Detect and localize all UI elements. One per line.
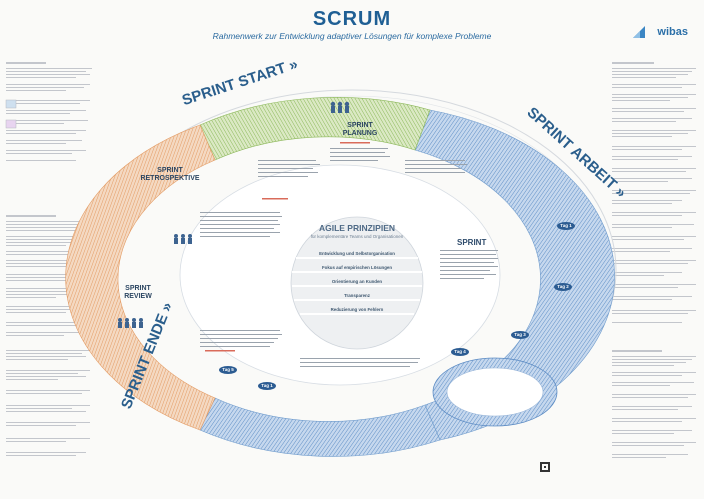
day-label: Tag 2 — [557, 284, 569, 289]
page-subtitle: Rahmenwerk zur Entwicklung adaptiver Lös… — [212, 31, 492, 41]
principle-item: Fokus auf empirischen Lösungen — [321, 265, 393, 270]
phase-review-line2: REVIEW — [124, 293, 152, 300]
phase-retro-line1: SPRINT — [157, 167, 183, 174]
phase-review-line1: SPRINT — [125, 285, 151, 292]
principle-item: Reduzierung von Fehlern — [330, 307, 384, 312]
brand-logo: wibas — [657, 26, 688, 38]
agile-principles-circle — [290, 216, 424, 350]
phase-planung-line1: SPRINT — [347, 122, 373, 129]
day-label: Tag 4 — [454, 349, 466, 354]
day-pins — [219, 222, 575, 390]
page-title: SCRUM — [312, 8, 392, 30]
wibas-logo-icon — [633, 26, 645, 38]
sprint-bottom-band — [199, 397, 441, 457]
phase-planung: SPRINT PLANUNG — [330, 122, 390, 138]
sprint-arbeit-band — [414, 109, 615, 441]
agile-principles-title: AGILE PRINZIPIEN — [318, 223, 396, 233]
right-text-lines — [612, 62, 696, 458]
day-label: Tag 5 — [222, 367, 234, 372]
day-label: Tag 3 — [514, 332, 526, 337]
people-group-icon — [330, 101, 350, 113]
principle-item: Entwicklung und Selbstorganisation — [319, 251, 395, 256]
phase-review: SPRINT REVIEW — [108, 285, 168, 301]
agile-principles-subtitle: für komplementäre Teams und Organisation… — [310, 234, 404, 239]
day-label: Tag 1 — [261, 383, 273, 388]
right-info-column — [608, 60, 700, 479]
phase-retrospektive: SPRINT RETROSPEKTIVE — [130, 167, 210, 183]
left-text-lines — [5, 62, 92, 456]
left-info-column — [4, 60, 96, 479]
sprint-ende-band — [65, 124, 216, 431]
phase-planung-line2: PLANUNG — [342, 130, 378, 137]
principle-item: Orientierung an Kunden — [331, 279, 383, 284]
day-label: Tag 1 — [560, 223, 572, 228]
principle-item: Transparenz — [344, 293, 370, 298]
phase-retro-line2: RETROSPEKTIVE — [140, 175, 200, 182]
sprint-planung-band — [199, 97, 431, 161]
sprint-label: SPRINT — [457, 238, 487, 247]
